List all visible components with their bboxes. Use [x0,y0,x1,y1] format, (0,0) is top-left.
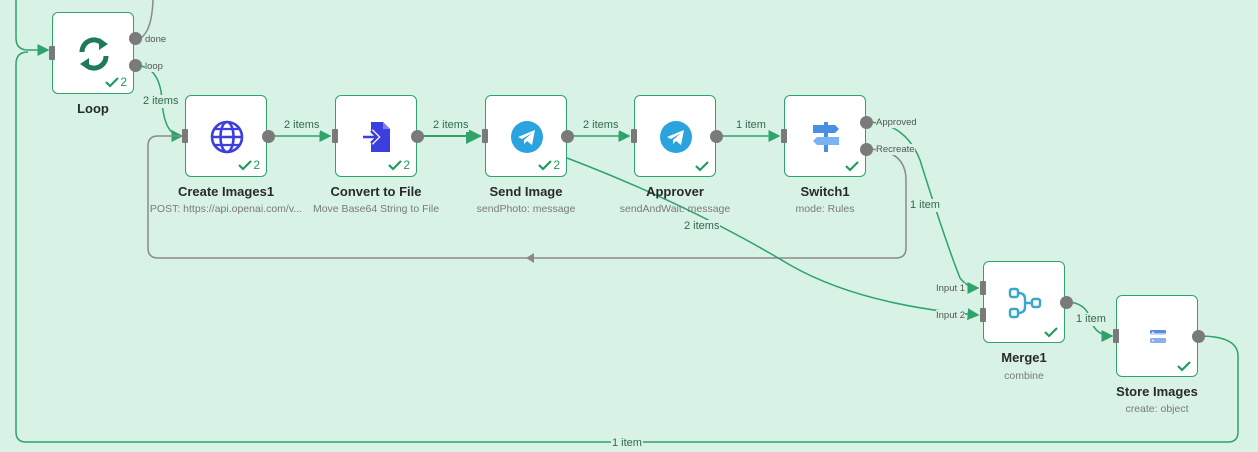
merge-input2-label: Input 2 [936,310,966,321]
merge-output-handle[interactable] [1060,296,1073,309]
node-title: Loop [77,101,109,116]
edge-switch-to-merge[interactable] [865,121,980,294]
merge-input1-label: Input 1 [936,283,966,294]
approver-input-handle[interactable] [631,129,637,143]
check-icon [845,161,859,172]
switch-recreate-handle[interactable] [860,143,873,156]
loop-input-handle[interactable] [49,46,55,60]
edge-label: 1 item [611,437,643,450]
switch-approved-label: Approved [876,117,917,128]
success-badge: 2 [105,75,127,89]
edge-label: 2 items [582,119,620,132]
loop-done-label: done [145,34,167,45]
node-create-images[interactable]: 2 [185,95,267,177]
create-output-handle[interactable] [262,130,275,143]
edge-done-out[interactable] [140,0,154,39]
merge-icon [1005,283,1045,323]
success-badge [695,160,709,172]
edge-label: 1 item [909,199,941,212]
edge-label: 1 item [735,119,767,132]
loop-loop-label: loop [145,61,163,72]
switch-approved-handle[interactable] [860,116,873,129]
node-title: Merge1 [1001,350,1047,365]
file-import-icon [357,117,397,157]
success-badge [845,160,859,172]
switch-recreate-label: Recreate [876,144,915,155]
node-subtitle: sendAndWait: message [619,203,731,215]
run-count: 2 [553,158,560,172]
edge-send-to-merge[interactable] [566,157,980,321]
edge-label: 1 item [1075,313,1107,326]
merge-input1-handle[interactable] [980,281,986,295]
switch-input-handle[interactable] [781,129,787,143]
node-loop[interactable]: 2 [52,12,134,94]
node-approver[interactable] [634,95,716,177]
node-switch1[interactable] [784,95,866,177]
node-title: Create Images1 [177,184,275,199]
edge-top-left[interactable] [15,0,50,56]
node-store-images[interactable] [1116,295,1198,377]
loop-loop-handle[interactable] [129,59,142,72]
node-title: Switch1 [800,184,850,199]
send-input-handle[interactable] [482,129,488,143]
success-badge: 2 [238,158,260,172]
success-badge: 2 [538,158,560,172]
check-icon [105,77,120,88]
approver-output-handle[interactable] [710,130,723,143]
node-convert-to-file[interactable]: 2 [335,95,417,177]
telegram-icon [507,117,547,157]
success-badge: 2 [388,158,410,172]
check-icon [538,160,553,171]
send-output-handle[interactable] [561,130,574,143]
loop-done-handle[interactable] [129,32,142,45]
node-send-image[interactable]: 2 [485,95,567,177]
edge-label: 2 items [683,220,721,233]
globe-icon [207,117,247,157]
node-subtitle: sendPhoto: message [476,203,576,215]
check-icon [695,161,709,172]
run-count: 2 [120,75,127,89]
edge-label: 2 items [283,119,321,132]
check-icon [1177,361,1191,372]
check-icon [238,160,253,171]
convert-input-handle[interactable] [332,129,338,143]
edge-label: 2 items [142,95,180,108]
edge-recreate-arrow [526,253,534,263]
storage-icon [1138,317,1178,357]
merge-input2-handle[interactable] [980,308,986,322]
node-title: Convert to File [330,184,422,199]
node-merge1[interactable] [983,261,1065,343]
edge-label: 2 items [432,119,470,132]
node-subtitle: POST: https://api.openai.com/v... [149,203,303,215]
create-input-handle[interactable] [182,129,188,143]
check-icon [1044,327,1058,338]
success-badge [1044,326,1058,338]
store-output-handle[interactable] [1192,330,1205,343]
success-badge [1177,360,1191,372]
run-count: 2 [253,158,260,172]
node-subtitle: combine [1004,370,1044,382]
node-subtitle: mode: Rules [795,203,855,215]
check-icon [388,160,403,171]
convert-output-handle[interactable] [411,130,424,143]
store-input-handle[interactable] [1113,329,1119,343]
node-title: Approver [646,184,704,199]
run-count: 2 [403,158,410,172]
node-subtitle: Move Base64 String to File [312,203,440,215]
refresh-icon [74,34,114,74]
node-title: Store Images [1116,384,1198,399]
node-title: Send Image [489,184,563,199]
node-subtitle: create: object [1125,403,1189,415]
telegram-icon [656,117,696,157]
signpost-icon [806,117,846,157]
